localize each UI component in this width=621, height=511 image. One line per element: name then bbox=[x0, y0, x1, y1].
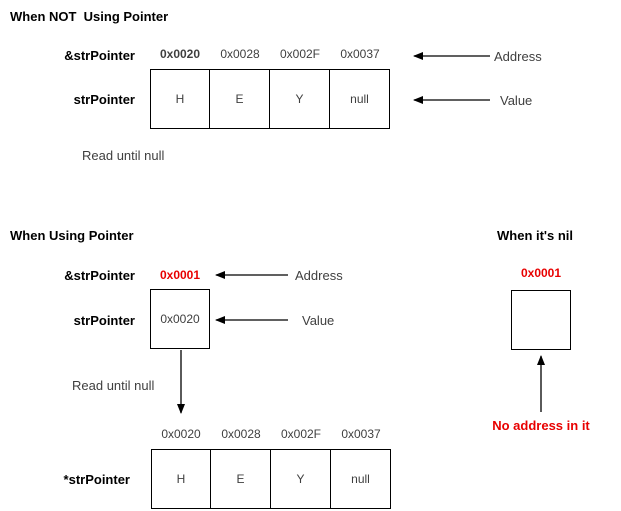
memory-cell: null bbox=[331, 449, 391, 509]
memory-cell: null bbox=[330, 69, 390, 129]
memory-cell: Y bbox=[270, 69, 330, 129]
address-cell: 0x002F bbox=[279, 47, 321, 61]
memory-cell: E bbox=[211, 449, 271, 509]
deref-strpointer-label: *strPointer bbox=[63, 472, 130, 487]
address-cell: 0x0037 bbox=[340, 47, 380, 61]
memory-cell: Y bbox=[271, 449, 331, 509]
memory-cell: E bbox=[210, 69, 270, 129]
no-address-note: No address in it bbox=[492, 418, 590, 433]
nil-pointer-address: 0x0001 bbox=[520, 266, 562, 280]
amp-strpointer-label: &strPointer bbox=[64, 48, 135, 63]
read-until-null-note: Read until null bbox=[82, 148, 165, 163]
address-row: 0x0020 0x0028 0x002F 0x0037 bbox=[150, 47, 390, 61]
memory-cells-row: H E Y null bbox=[150, 69, 390, 129]
deref-address-row: 0x0020 0x0028 0x002F 0x0037 bbox=[151, 427, 391, 441]
strpointer-label: strPointer bbox=[73, 313, 135, 328]
pointer-box: 0x0020 bbox=[150, 289, 210, 349]
address-cell: 0x0037 bbox=[341, 427, 381, 441]
address-annotation: Address bbox=[494, 49, 542, 64]
section-title: When it's nil bbox=[497, 228, 574, 243]
memory-cell: H bbox=[151, 449, 211, 509]
amp-strpointer-label: &strPointer bbox=[64, 268, 135, 283]
pointer-address-value: 0x0001 bbox=[159, 268, 201, 282]
value-annotation: Value bbox=[302, 313, 335, 328]
address-cell: 0x002F bbox=[280, 427, 322, 441]
deref-memory-cells-row: H E Y null bbox=[151, 449, 391, 509]
read-until-null-note: Read until null bbox=[72, 378, 155, 393]
section-title: When Using Pointer bbox=[10, 228, 134, 243]
section-title: When NOT Using Pointer bbox=[10, 9, 169, 24]
strpointer-label: strPointer bbox=[73, 92, 135, 107]
address-cell: 0x0028 bbox=[220, 47, 260, 61]
address-annotation: Address bbox=[295, 268, 343, 283]
address-cell: 0x0028 bbox=[221, 427, 261, 441]
nil-empty-box bbox=[511, 290, 571, 350]
memory-cell: H bbox=[150, 69, 210, 129]
pointer-box-value: 0x0020 bbox=[160, 312, 200, 326]
address-cell-highlighted: 0x0020 bbox=[159, 47, 201, 61]
address-cell: 0x0020 bbox=[161, 427, 201, 441]
value-annotation: Value bbox=[500, 93, 533, 108]
